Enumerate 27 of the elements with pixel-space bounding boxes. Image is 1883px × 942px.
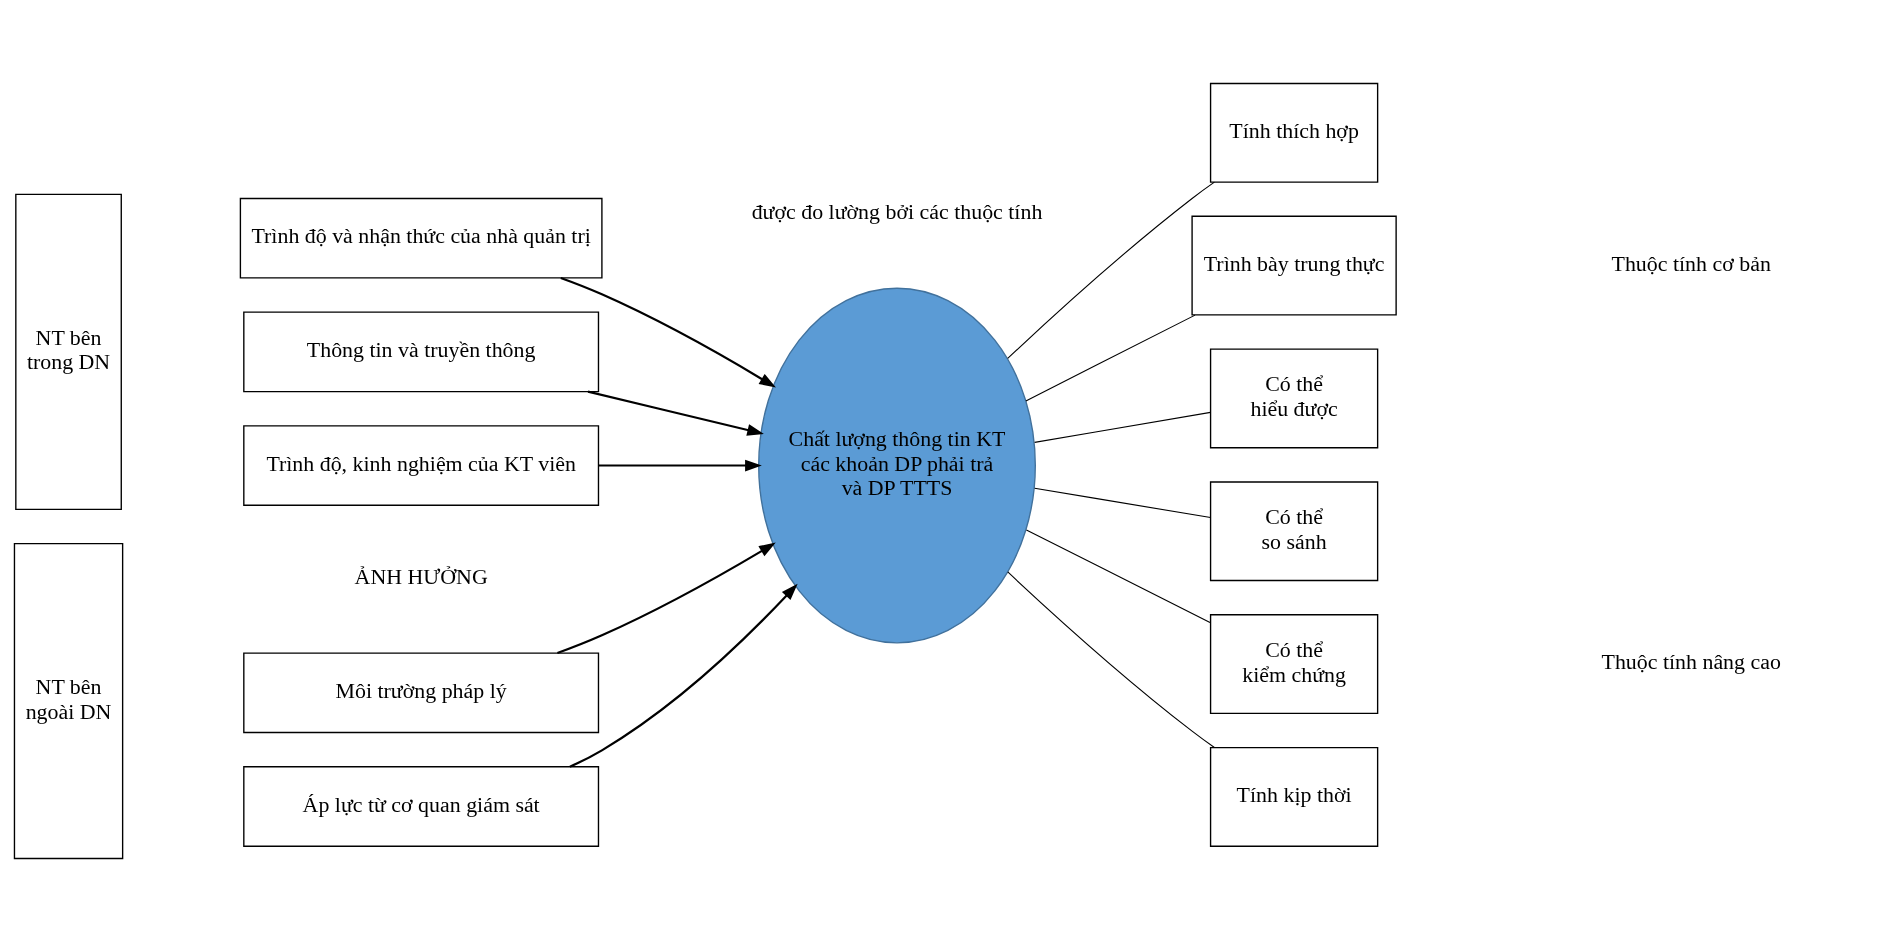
arrow — [587, 390, 764, 436]
node-box: Môi trường pháp lý — [243, 652, 600, 734]
node-box: Trình bày trung thực — [1191, 215, 1397, 316]
connector — [1025, 529, 1211, 623]
label: được đo lường bởi các thuộc tính — [751, 198, 1043, 224]
node-box: Trình độ và nhận thức của nhà quản trị — [239, 197, 603, 279]
connector — [1025, 314, 1196, 402]
arrow — [569, 583, 798, 768]
node-box: Tính thích hợp — [1209, 82, 1379, 183]
node-box: NT bên ngoài DN — [13, 542, 124, 860]
connector — [1034, 411, 1212, 443]
node-box: Có thể hiểu được — [1209, 348, 1379, 449]
arrow — [557, 542, 776, 655]
node-box: Có thể so sánh — [1209, 481, 1379, 582]
connector — [1007, 571, 1215, 749]
label: Thuộc tính nâng cao — [1601, 649, 1781, 675]
node-box: Tính kịp thời — [1209, 746, 1379, 847]
node-box: NT bên trong DN — [15, 193, 122, 511]
node-box: Có thể kiểm chứng — [1209, 614, 1379, 715]
arrow — [598, 459, 762, 472]
node-box: Trình độ, kinh nghiệm của KT viên — [243, 425, 600, 506]
connector — [1034, 487, 1212, 519]
label: ẢNH HƯỞNG — [354, 564, 488, 590]
label: Thuộc tính cơ bản — [1611, 250, 1771, 276]
node-box: Áp lực từ cơ quan giám sát — [243, 766, 600, 847]
connector — [1007, 181, 1215, 360]
node-box: Thông tin và truyền thông — [243, 311, 600, 393]
